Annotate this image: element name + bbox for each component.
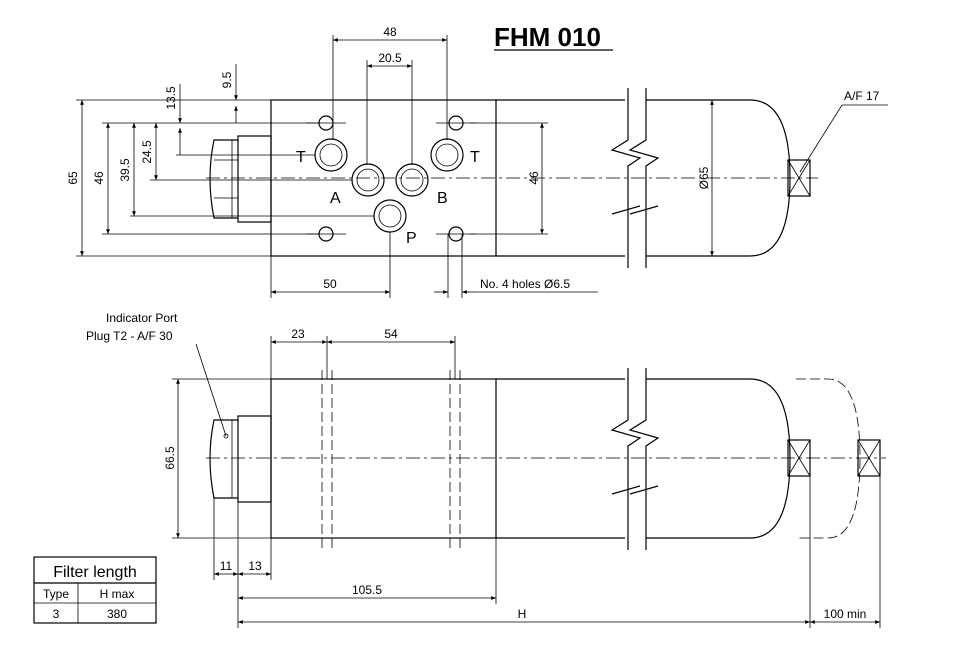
dim-9-5: 9.5 bbox=[220, 71, 234, 88]
label-P: P bbox=[406, 230, 417, 247]
label-T-right: T bbox=[470, 149, 480, 166]
top-break-right bbox=[628, 88, 660, 268]
dim-48: 48 bbox=[383, 25, 397, 39]
drawing-title: FHM 010 bbox=[494, 22, 601, 52]
label-T-left: T bbox=[296, 149, 306, 166]
dim-100-min: 100 min bbox=[824, 607, 867, 621]
dim-H: H bbox=[518, 607, 527, 621]
dim-50: 50 bbox=[323, 277, 337, 291]
dim-46-left: 46 bbox=[92, 171, 106, 185]
table-title: Filter length bbox=[53, 564, 137, 581]
side-indicator-plug bbox=[209, 419, 238, 499]
dim-54: 54 bbox=[384, 327, 398, 341]
label-indicator-plug: Plug T2 - A/F 30 bbox=[86, 329, 173, 343]
side-filter-housing bbox=[496, 378, 791, 539]
dim-20-5: 20.5 bbox=[378, 51, 402, 65]
top-break-left bbox=[610, 88, 642, 268]
dim-39-5: 39.5 bbox=[118, 158, 132, 182]
dim-24-5: 24.5 bbox=[140, 140, 154, 164]
side-left-adapter bbox=[237, 415, 272, 503]
filter-length-table: Filter length Type H max 3 380 bbox=[33, 556, 157, 624]
side-manifold-block bbox=[270, 378, 497, 539]
dim-13: 13 bbox=[248, 559, 262, 573]
dim-46-right: 46 bbox=[527, 171, 541, 185]
dim-65: 65 bbox=[66, 171, 80, 185]
side-removal-envelope bbox=[796, 378, 861, 539]
label-holes: No. 4 holes Ø6.5 bbox=[480, 277, 570, 291]
table-cell-type: 3 bbox=[53, 607, 60, 621]
dim-23: 23 bbox=[291, 327, 305, 341]
table-header-hmax: H max bbox=[100, 587, 135, 601]
label-B: B bbox=[437, 190, 448, 207]
side-break-lower bbox=[611, 485, 659, 495]
dim-dia65: Ø65 bbox=[697, 166, 711, 189]
label-af17: A/F 17 bbox=[844, 89, 880, 103]
dim-13-5: 13.5 bbox=[164, 86, 178, 110]
table-header-type: Type bbox=[43, 587, 69, 601]
table-cell-hmax: 380 bbox=[107, 607, 127, 621]
top-indicator-plug bbox=[209, 139, 238, 219]
top-view: T T A B P 48 20.5 65 46 39.5 24.5 13.5 bbox=[66, 25, 888, 298]
dim-66-5: 66.5 bbox=[163, 446, 177, 470]
side-break-right bbox=[628, 368, 660, 550]
label-A: A bbox=[330, 190, 341, 207]
side-break-left bbox=[610, 368, 642, 550]
side-view: Indicator Port Plug T2 - A/F 30 23 54 66… bbox=[86, 311, 886, 628]
dim-105-5: 105.5 bbox=[352, 583, 382, 597]
top-left-adapter bbox=[237, 135, 272, 223]
top-break-lower bbox=[611, 205, 659, 215]
dim-11: 11 bbox=[220, 559, 233, 573]
label-indicator-port: Indicator Port bbox=[106, 311, 178, 325]
